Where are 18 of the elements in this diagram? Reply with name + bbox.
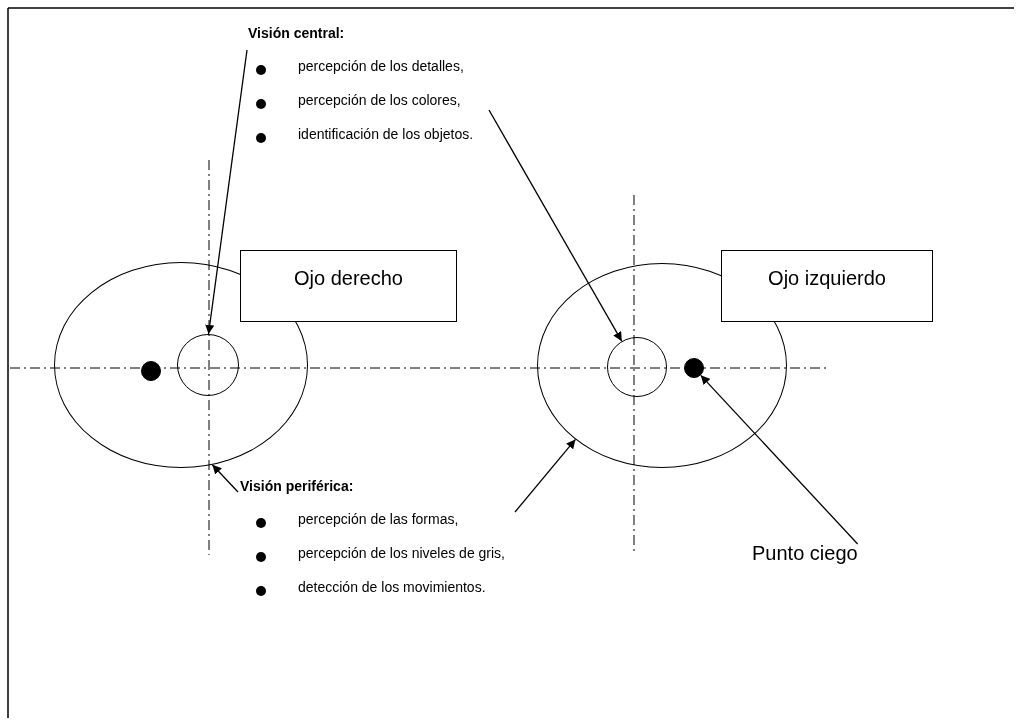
callout-label: Punto ciego (752, 542, 858, 565)
heading: Visión central: (248, 25, 345, 41)
list-item: percepción de los niveles de gris, (298, 545, 505, 561)
arrow (700, 374, 859, 545)
list-item: percepción de las formas, (298, 511, 459, 527)
arrow (205, 49, 248, 335)
blind-spot-dot (684, 358, 704, 378)
list-item: detección de los movimientos. (298, 579, 486, 595)
arrow (514, 438, 577, 513)
list-item: identificación de los objetos. (298, 126, 474, 142)
arrow (488, 109, 623, 342)
list-item: percepción de los detalles, (298, 58, 464, 74)
eye-label-box: Ojo izquierdo (721, 250, 933, 322)
eye-label-box: Ojo derecho (240, 250, 457, 322)
list-item: percepción de los colores, (298, 92, 461, 108)
blind-spot-dot (141, 361, 161, 381)
heading: Visión periférica: (240, 478, 354, 494)
arrow (211, 464, 239, 493)
